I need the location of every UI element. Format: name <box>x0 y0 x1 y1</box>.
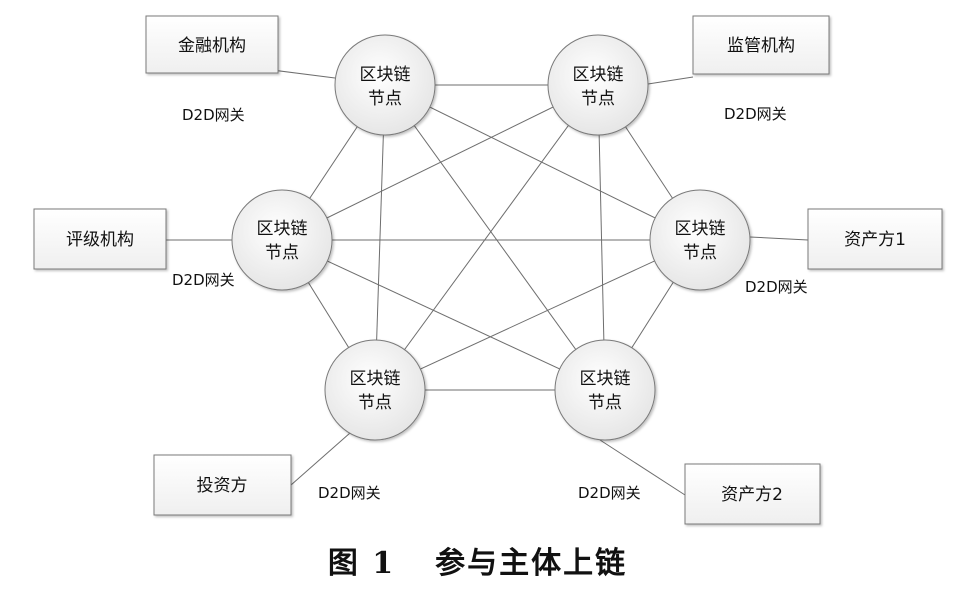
gateway-label: D2D网关 <box>578 484 641 502</box>
link <box>374 84 599 391</box>
entity-label: 资产方2 <box>721 485 783 505</box>
blockchain-node-left: 区块链 节点 <box>231 189 333 291</box>
gateway-label: D2D网关 <box>724 105 787 123</box>
entity-box-regulator: 监管机构 <box>692 15 830 75</box>
link <box>597 84 606 391</box>
gateway-link <box>647 76 694 85</box>
entity-label: 监管机构 <box>727 36 795 56</box>
node-label-line2: 节点 <box>588 393 622 413</box>
gateway-link <box>749 236 809 241</box>
entity-label: 评级机构 <box>66 230 134 250</box>
figure-title: 参与主体上链 <box>435 546 628 581</box>
link <box>384 84 606 391</box>
gateway-label: D2D网关 <box>172 271 235 289</box>
gateway-label: D2D网关 <box>745 278 808 296</box>
link <box>281 239 606 391</box>
node-label-line2: 节点 <box>581 89 615 109</box>
link <box>374 84 386 391</box>
node-label-line1: 区块链 <box>350 369 401 389</box>
gateway-label: D2D网关 <box>318 484 381 502</box>
figure-caption: 图 1 参与主体上链 <box>0 538 955 582</box>
node-label-line1: 区块链 <box>573 65 624 85</box>
entity-box-asset2: 资产方2 <box>684 463 821 525</box>
mesh-links <box>281 84 701 391</box>
entity-box-asset1: 资产方1 <box>807 208 943 270</box>
node-label-line2: 节点 <box>358 393 392 413</box>
node-label-line2: 节点 <box>683 243 717 263</box>
gateway-label: D2D网关 <box>182 106 245 124</box>
entity-label: 金融机构 <box>178 36 246 56</box>
link <box>374 239 701 391</box>
blockchain-node-bottom-left: 区块链 节点 <box>324 339 426 441</box>
node-label-line1: 区块链 <box>675 219 726 239</box>
entity-label: 投资方 <box>197 476 248 496</box>
link <box>281 84 599 241</box>
node-label-line2: 节点 <box>265 243 299 263</box>
gateway-link <box>290 432 351 486</box>
blockchain-node-top-right: 区块链 节点 <box>547 34 649 136</box>
node-label-line1: 区块链 <box>360 65 411 85</box>
entity-box-rating: 评级机构 <box>33 208 167 270</box>
entity-label: 资产方1 <box>844 230 906 250</box>
entity-box-investor: 投资方 <box>153 454 292 516</box>
entity-box-finance: 金融机构 <box>145 15 279 74</box>
blockchain-node-top-left: 区块链 节点 <box>334 34 436 136</box>
blockchain-node-bottom-right: 区块链 节点 <box>554 339 656 441</box>
blockchain-node-right: 区块链 节点 <box>649 189 751 291</box>
figure-number: 图 1 <box>327 546 396 581</box>
gateway-link <box>599 439 686 496</box>
node-label-line1: 区块链 <box>257 219 308 239</box>
node-label-line2: 节点 <box>368 89 402 109</box>
node-label-line1: 区块链 <box>580 369 631 389</box>
link <box>384 84 701 241</box>
